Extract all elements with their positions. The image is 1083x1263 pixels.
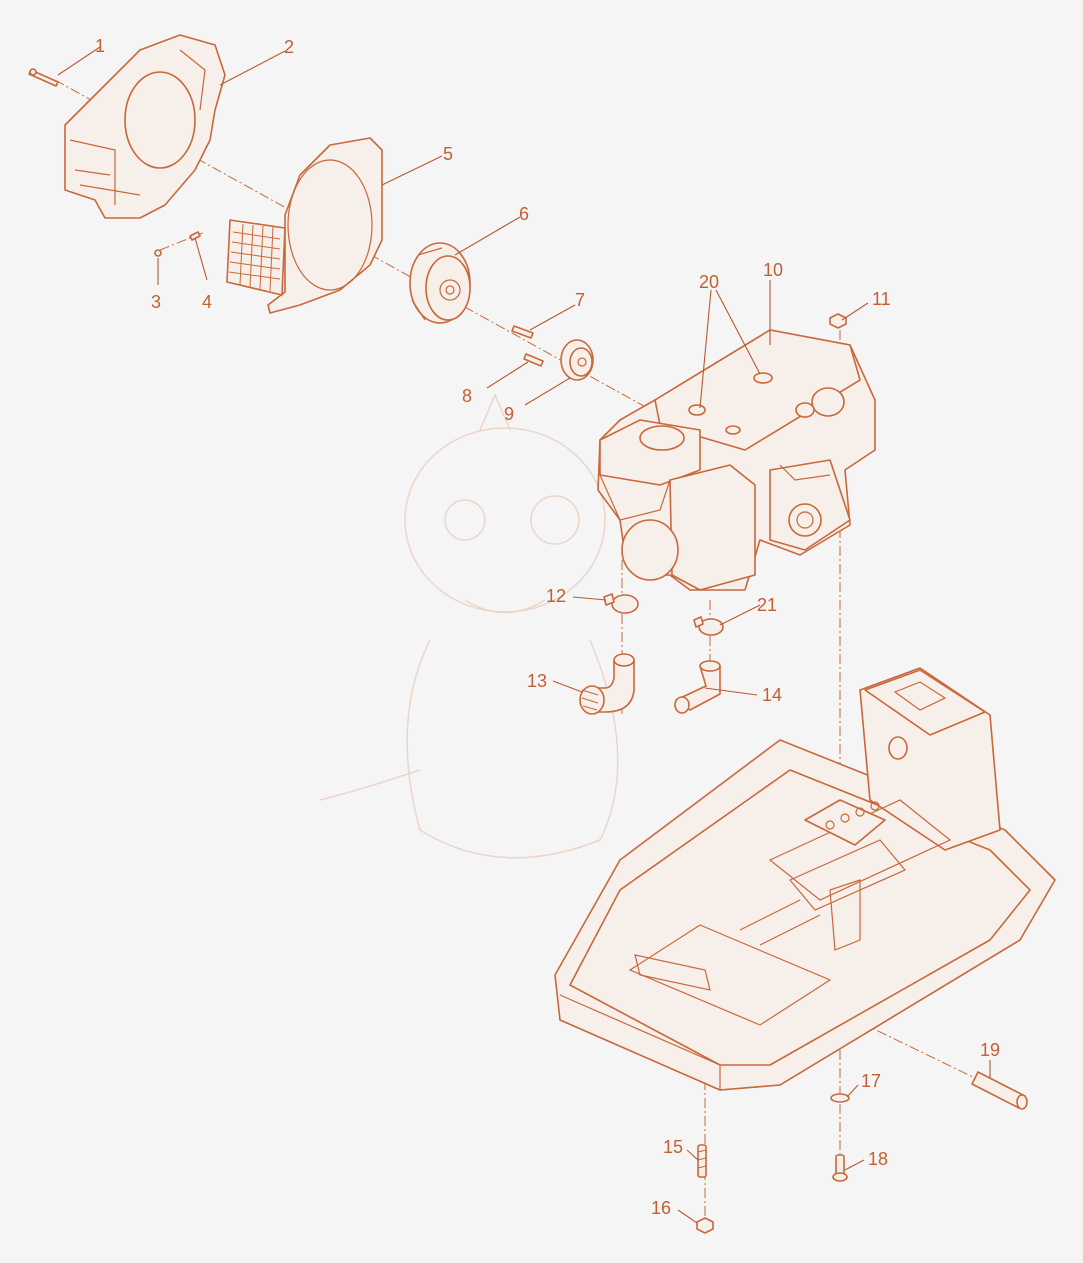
callout-14: 14	[762, 685, 782, 705]
part-14-pipe	[674, 660, 721, 714]
callout-20: 20	[699, 272, 719, 292]
part-9-pulley	[560, 339, 594, 381]
part-13-elbow-hose	[579, 653, 635, 715]
part-2-fan-cover	[64, 34, 226, 219]
part-16-nut	[696, 1217, 714, 1234]
callout-5: 5	[443, 144, 453, 164]
part-7-bolt	[511, 325, 534, 339]
callout-13: 13	[527, 671, 547, 691]
callout-21: 21	[757, 595, 777, 615]
part-12-clamp	[603, 593, 639, 614]
callout-19: 19	[980, 1040, 1000, 1060]
callout-7: 7	[575, 290, 585, 310]
part-17-washer	[830, 1093, 850, 1103]
callout-16: 16	[651, 1198, 671, 1218]
part-21-clamp	[693, 616, 724, 636]
callout-9: 9	[504, 404, 514, 424]
part-4-screw	[189, 231, 201, 241]
callout-1: 1	[95, 36, 105, 56]
callout-15: 15	[663, 1137, 683, 1157]
callout-2: 2	[284, 37, 294, 57]
part-5-gasket-plate	[226, 137, 383, 314]
part-3-screw	[154, 249, 162, 257]
assembly-axes	[54, 79, 1011, 1225]
callout-4: 4	[202, 292, 212, 312]
part-18-bolt	[832, 1154, 848, 1182]
leader-lines	[57, 46, 991, 1224]
part-19-pin	[971, 1071, 1028, 1110]
part-11-nut	[829, 313, 847, 329]
callout-18: 18	[868, 1149, 888, 1169]
part-1-bolt	[28, 68, 59, 87]
part-6-flywheel	[409, 242, 471, 324]
callout-labels: 1 2 3 4 5 6 7 8 9 10 11 12 13 14 15 16 1…	[95, 36, 1000, 1218]
watermark-mascot	[319, 393, 619, 859]
callout-10: 10	[763, 260, 783, 280]
callout-8: 8	[462, 386, 472, 406]
callout-12: 12	[546, 586, 566, 606]
callout-11: 11	[872, 289, 891, 309]
callout-6: 6	[519, 204, 529, 224]
part-15-stud	[697, 1144, 707, 1178]
callout-3: 3	[151, 292, 161, 312]
part-10-engine	[597, 329, 876, 591]
callout-17: 17	[861, 1071, 881, 1091]
part-8-bolt	[523, 353, 544, 367]
base-frame	[554, 667, 1056, 1091]
